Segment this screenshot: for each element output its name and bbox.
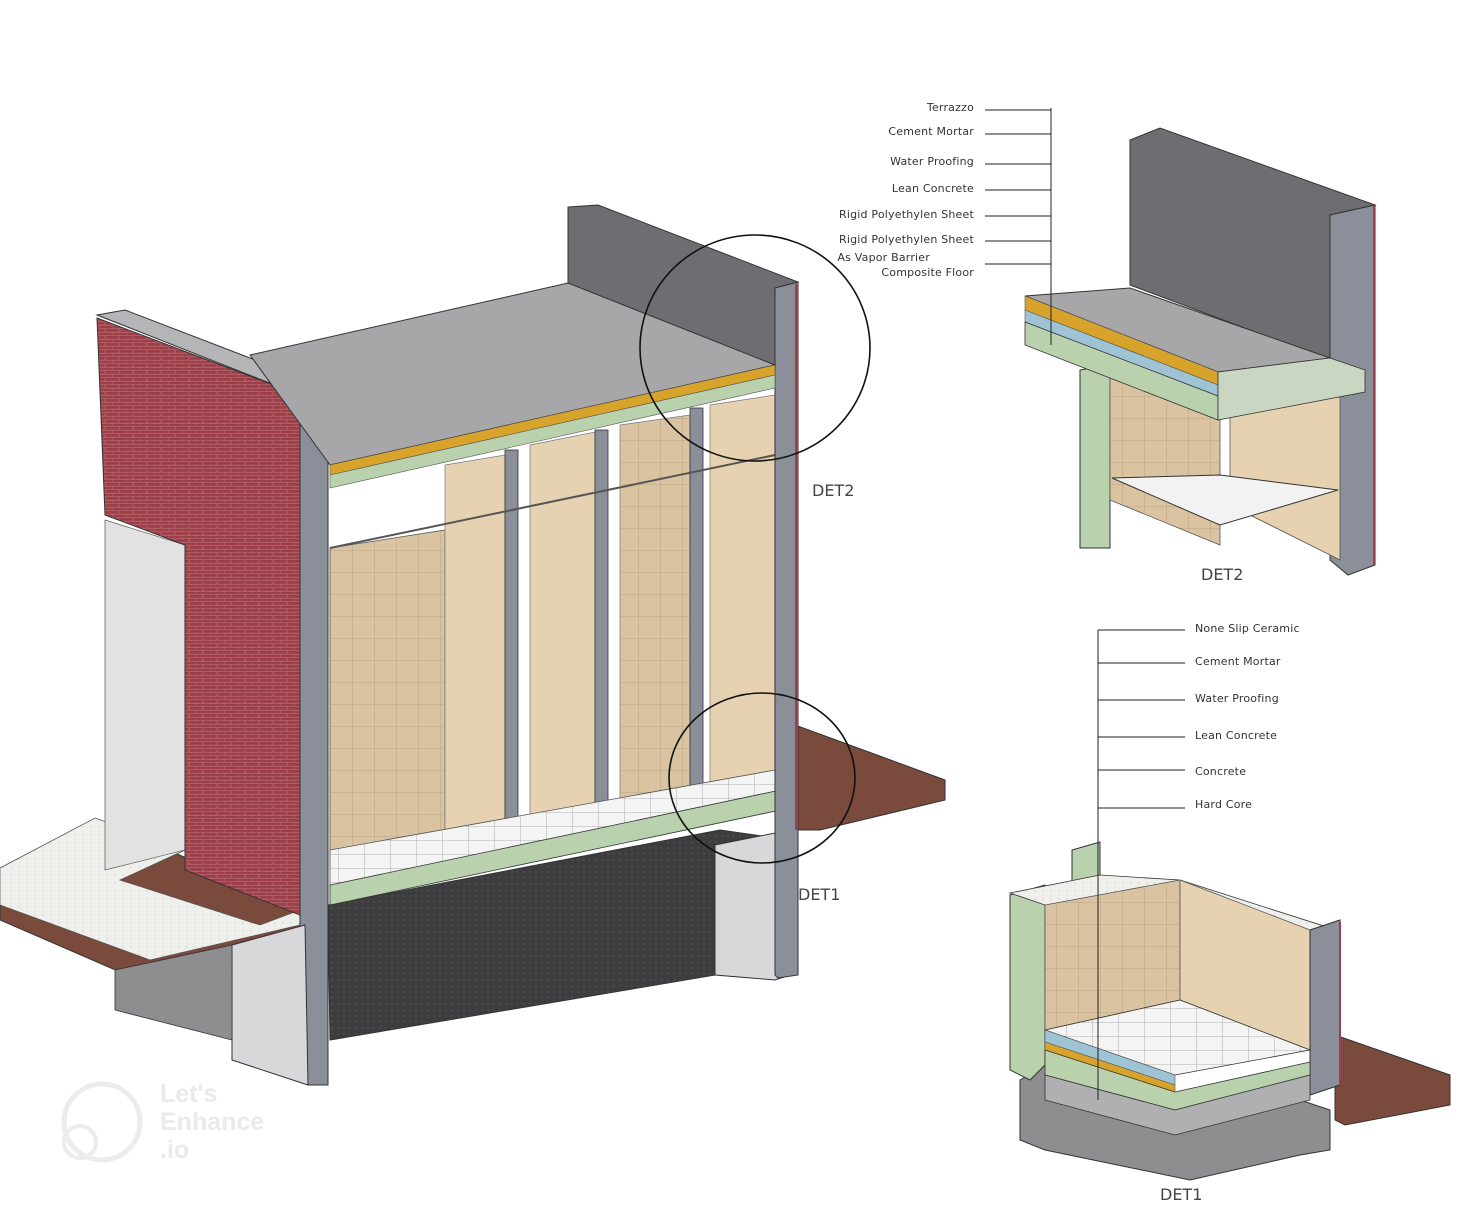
det1-layer-concrete [1044,1074,1311,1136]
foundation-left-pier [231,924,309,1086]
foundation-shadow [114,944,233,1041]
det1-layer-label: Lean Concrete [1195,729,1277,742]
det1-layer-label: Hard Core [1195,798,1252,811]
interior-panel-2 [529,431,596,836]
det1-detail: None Slip Ceramic Cement Mortar Water Pr… [1008,622,1451,1204]
watermark-logo-inner-icon [62,1124,98,1160]
det1-title: DET1 [1160,1185,1202,1204]
det1-callout-label: DET1 [798,885,840,904]
det1-left-wall-green [1009,884,1046,1081]
det1-right-column [1309,919,1341,1096]
det2-detail: Terrazzo Cement Mortar Water Proofing Le… [837,101,1377,584]
det2-layer-label: Cement Mortar [888,125,974,138]
det2-side-wall [1229,394,1341,561]
right-ground-slab [794,724,946,831]
det2-layer-label: Lean Concrete [892,182,974,195]
det2-ceiling-panel [1111,474,1339,526]
watermark-line: .io [160,1136,189,1164]
watermark-logo-icon [61,1081,143,1163]
watermark: Let's Enhance .io [61,1080,264,1164]
det2-layer-label: As Vapor Barrier [837,251,930,264]
det2-callout-label: DET2 [812,481,854,500]
watermark-line: Let's [160,1080,217,1108]
det2-layer-label: Rigid Polyethylen Sheet [839,233,974,246]
det2-layer-label: Terrazzo [926,101,974,114]
transom-bar [329,454,776,549]
det2-slab-front [1217,357,1366,421]
mullion-3 [689,407,704,809]
det1-layer-label: Cement Mortar [1195,655,1281,668]
det1-layer-label: Water Proofing [1195,692,1279,705]
det2-layer-label: Composite Floor [881,266,974,279]
det1-detail-circle [668,692,856,864]
main-axonometric: DET2 DET1 [0,204,946,1086]
det2-title: DET2 [1201,565,1243,584]
det2-layer-label: Water Proofing [890,155,974,168]
door-opening [104,519,186,871]
det1-soil [1334,1034,1451,1126]
det2-detail-circle [639,234,871,462]
roof-layer-green [329,374,776,489]
watermark-line: Enhance [160,1108,264,1136]
interior-tile-wall [329,529,446,871]
det1-layer-label: Concrete [1195,765,1246,778]
right-column [774,281,799,979]
det2-layer-label: Rigid Polyethylen Sheet [839,208,974,221]
det1-layer-label: None Slip Ceramic [1195,622,1300,635]
det2-left-wall [1079,364,1111,549]
